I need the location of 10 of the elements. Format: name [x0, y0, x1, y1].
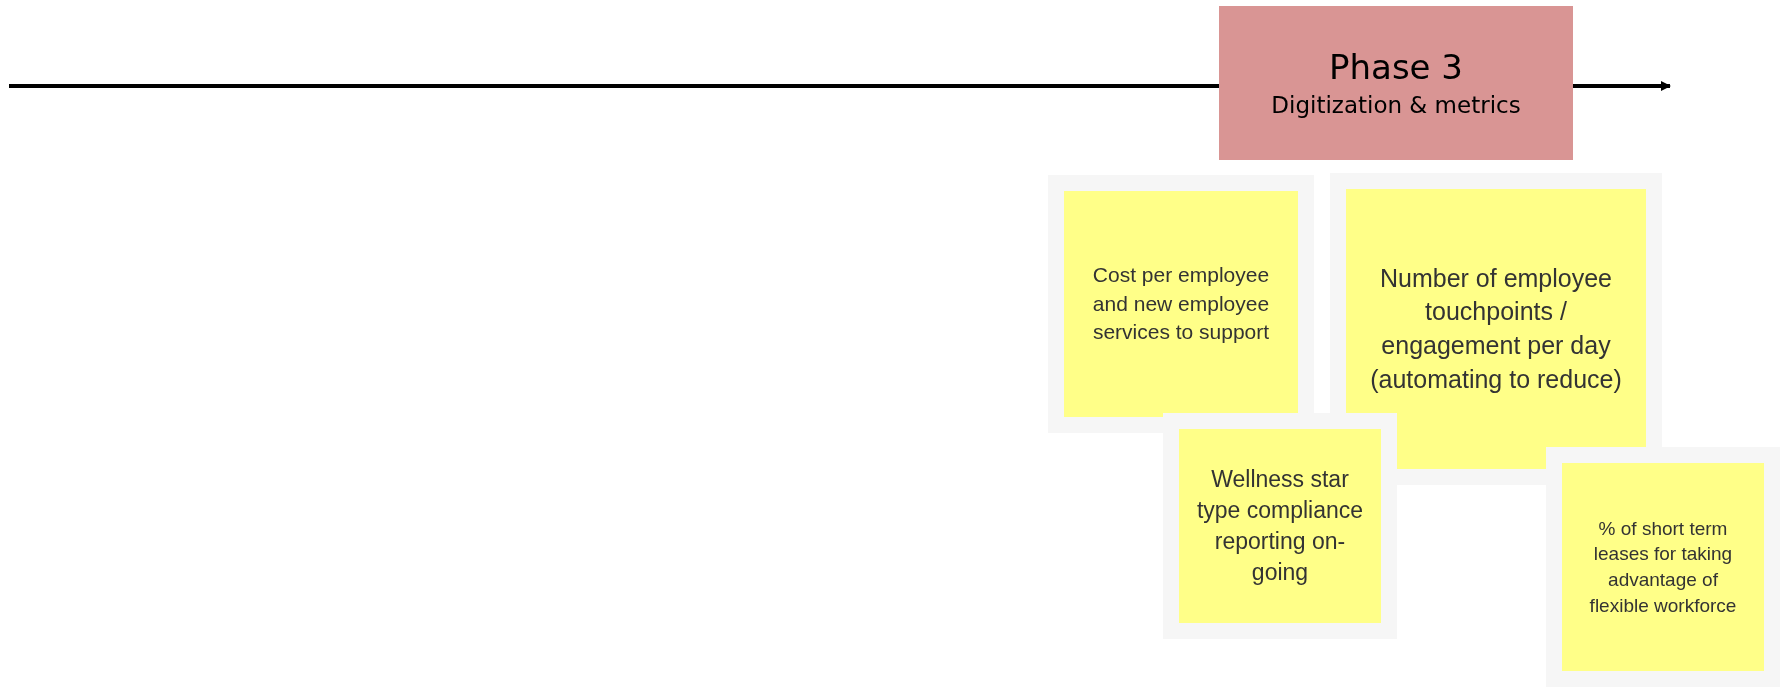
- note-text: Cost per employee and new employee services to support: [1091, 262, 1271, 346]
- sticky-note: [1048, 175, 1314, 433]
- note-text: Number of employee touchpoints / engagement per day (automating to reduce): [1369, 262, 1623, 395]
- note-text: % of short term leases for taking advantage of flexible workforce: [1588, 516, 1738, 618]
- sticky-note: [1546, 447, 1780, 687]
- phase-box: [1219, 6, 1573, 160]
- phase-subtitle: Digitization & metrics: [1271, 91, 1521, 121]
- phase-title: Phase 3: [1329, 45, 1463, 89]
- sticky-note: [1163, 413, 1397, 639]
- note-text: Wellness star type compliance reporting on-going: [1195, 464, 1365, 588]
